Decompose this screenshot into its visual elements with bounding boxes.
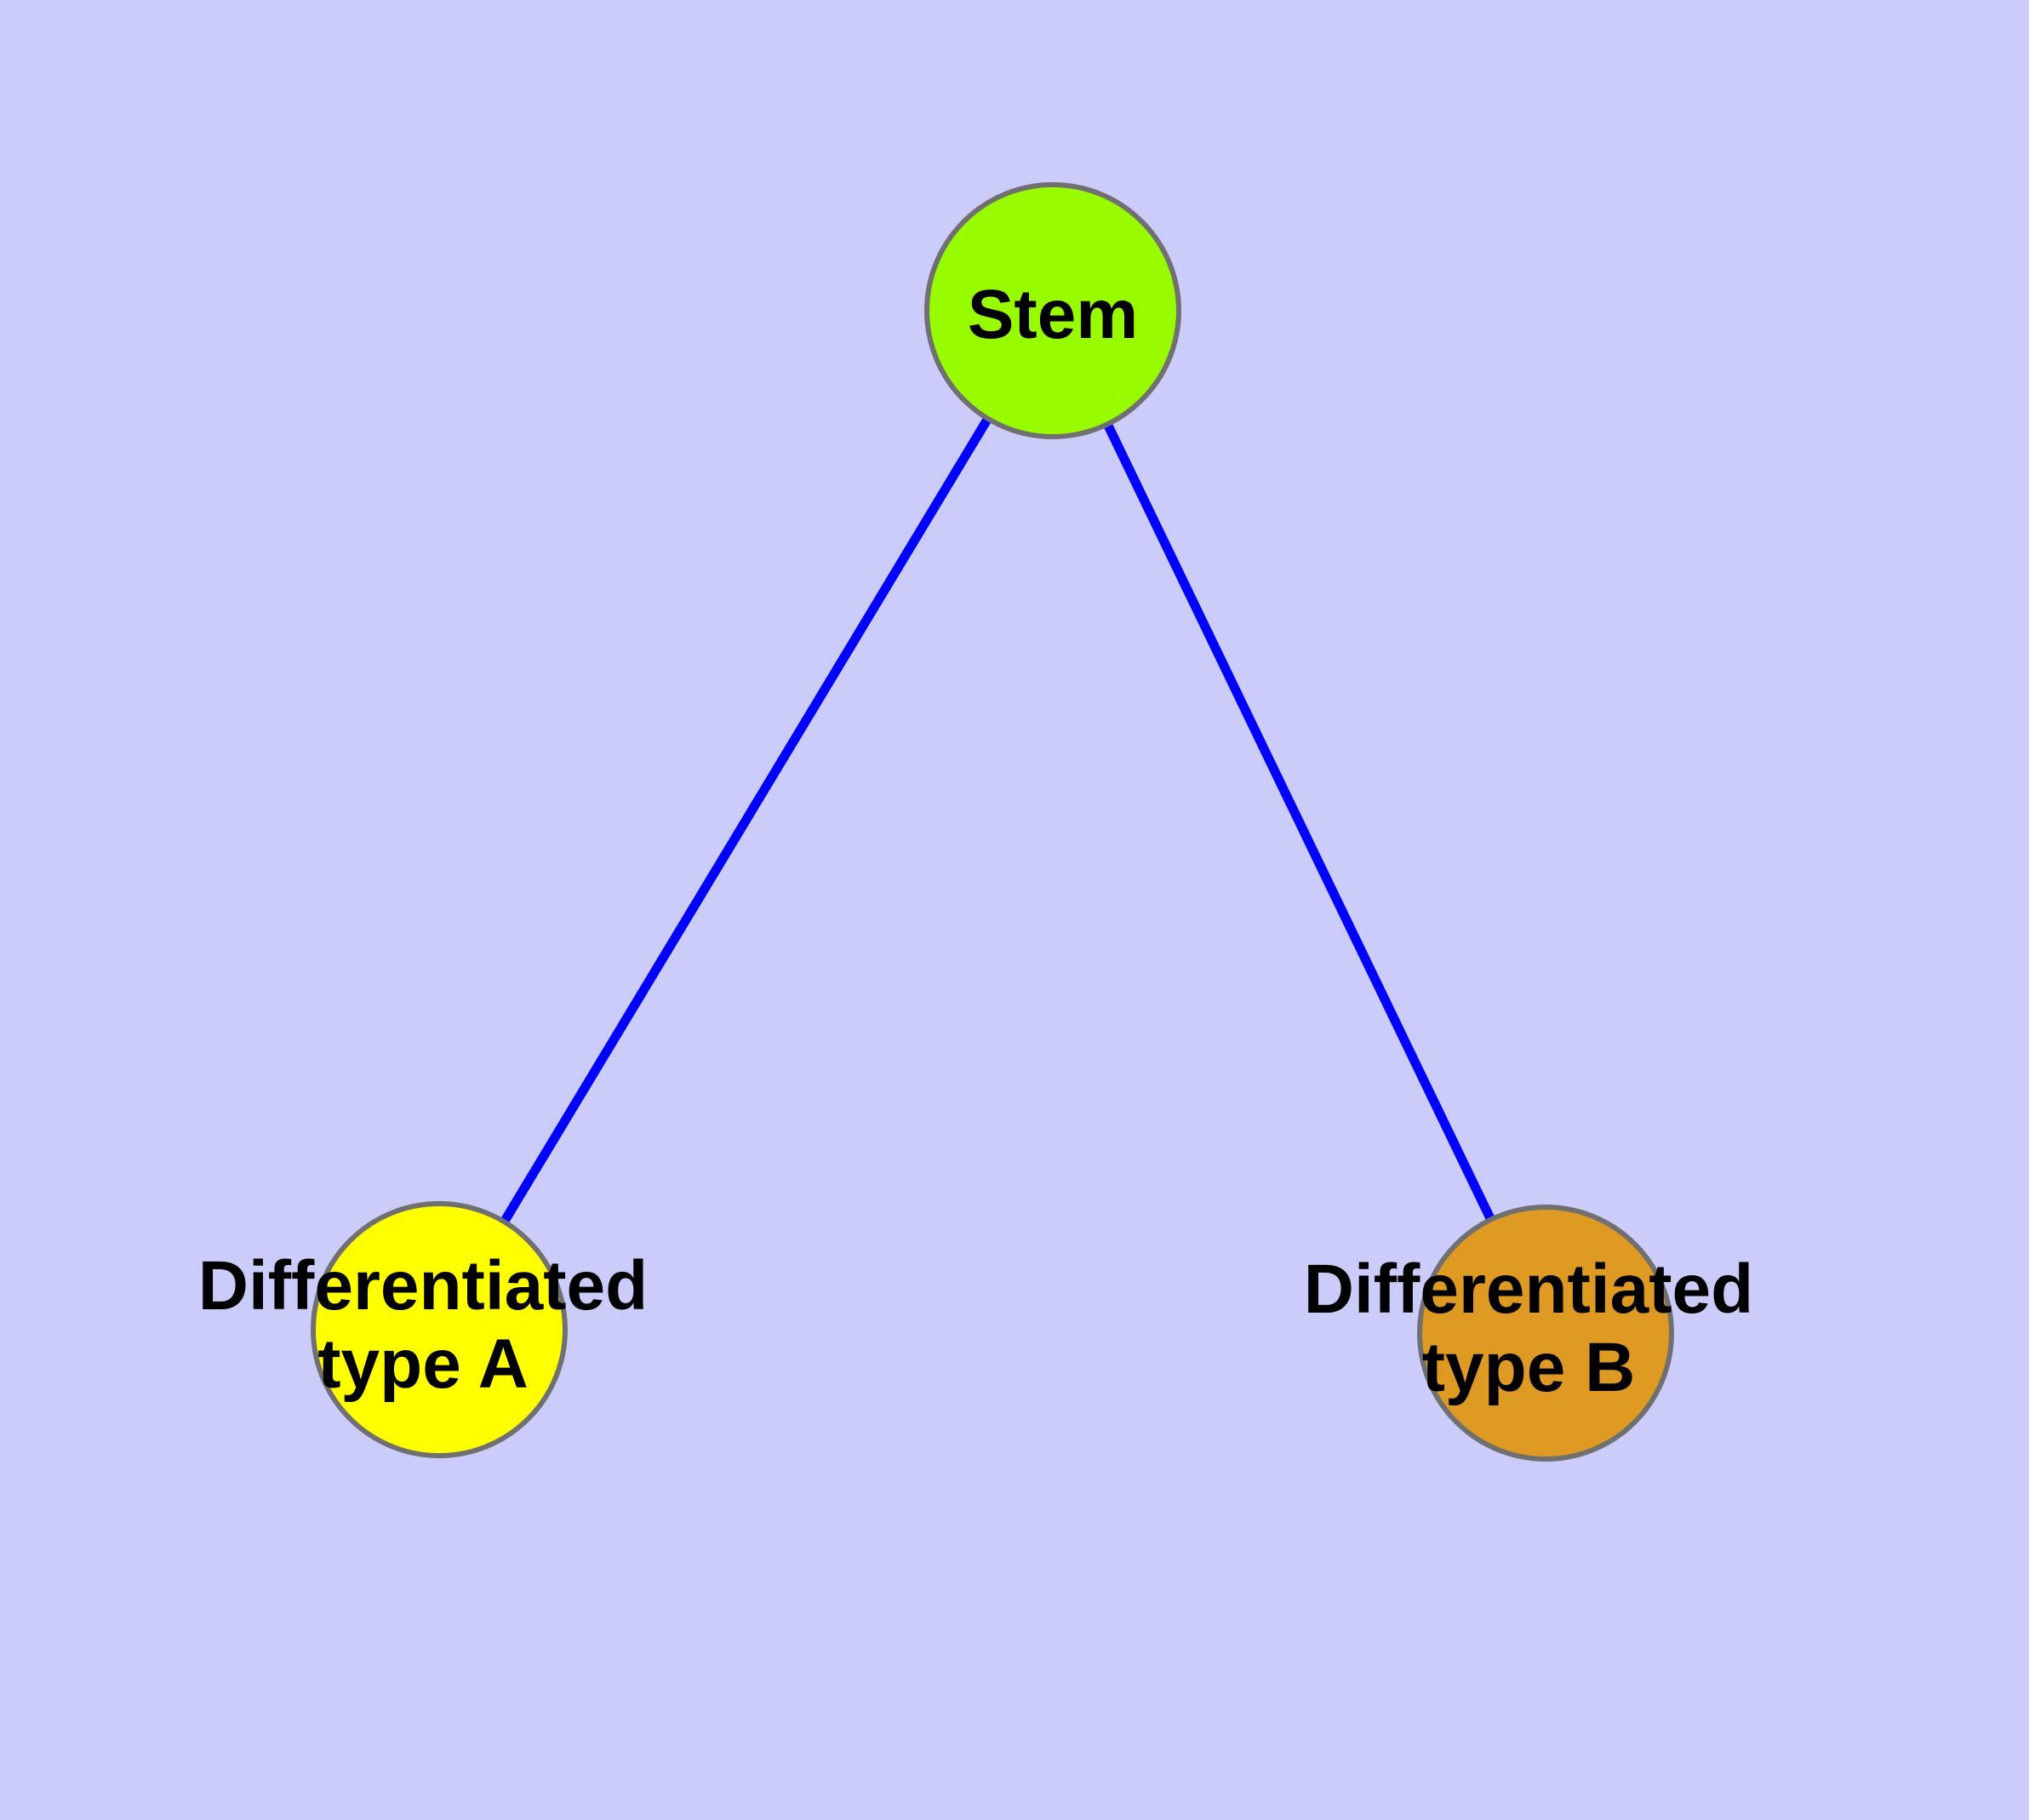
edge-stem-to-diff-a[interactable]: [435, 308, 1057, 1332]
node-label-line: type B: [1422, 1329, 1636, 1406]
node-circle-stem[interactable]: [924, 182, 1181, 439]
node-label-line: Stem: [968, 276, 1139, 353]
node-circle-diff_a[interactable]: [311, 1201, 568, 1458]
edges-group: [435, 308, 1550, 1336]
node-circle-diff_b[interactable]: [1417, 1205, 1674, 1462]
node-label-line: type A: [317, 1325, 529, 1403]
node-label-stem: Stem: [968, 276, 1139, 353]
node-label-line: Differentiated: [1304, 1251, 1754, 1328]
edge-stem-to-diff-b[interactable]: [1049, 308, 1550, 1336]
node-label-line: Differentiated: [198, 1247, 649, 1325]
node-stem[interactable]: Stem: [924, 182, 1181, 439]
